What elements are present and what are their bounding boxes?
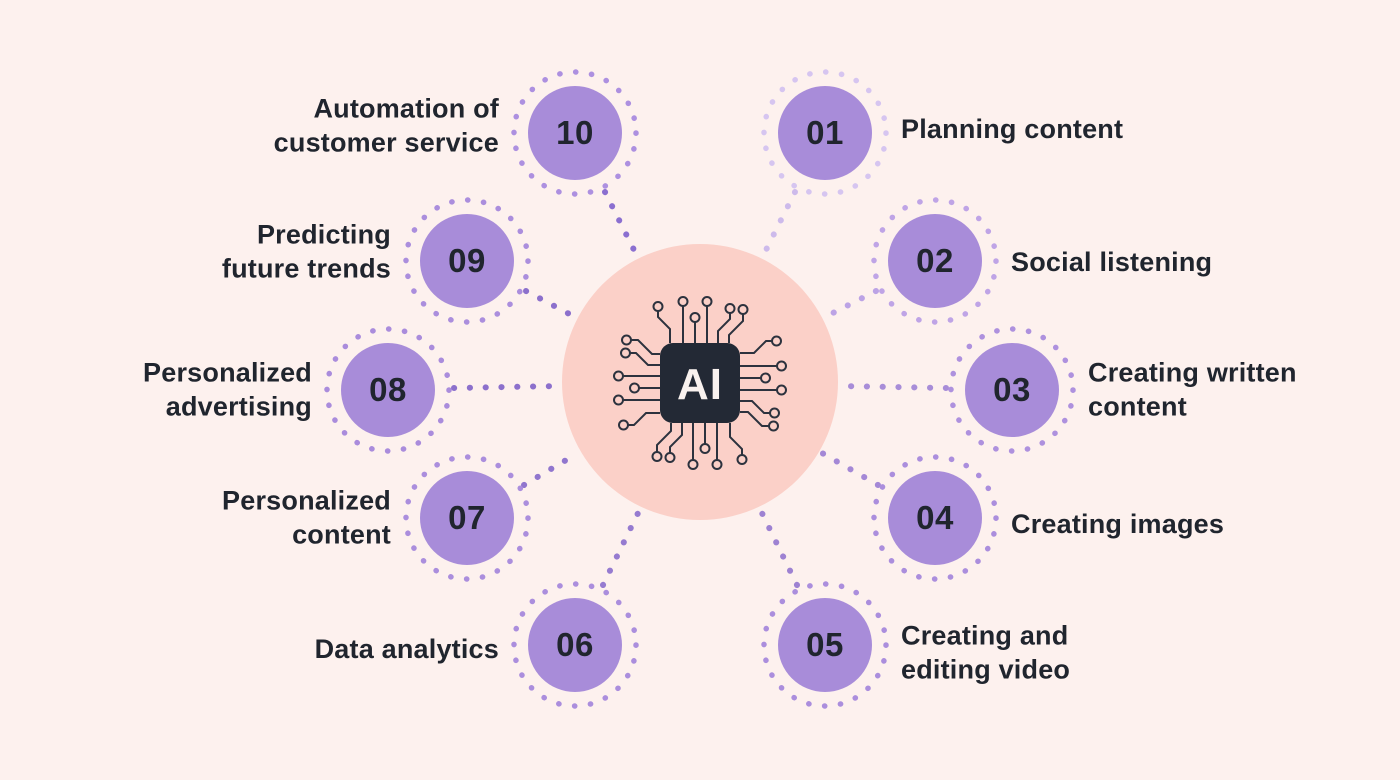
node-03-circle xyxy=(965,343,1059,437)
node-01-circle xyxy=(778,86,872,180)
connector-02 xyxy=(822,288,879,320)
node-01-number: 01 xyxy=(806,114,844,151)
node-03-ring xyxy=(948,326,1076,454)
node-06-ring xyxy=(511,581,639,709)
node-06: 06 xyxy=(510,580,640,710)
node-04: 04 xyxy=(870,453,1000,583)
connector-03 xyxy=(838,383,949,391)
node-03-label: Creating written content xyxy=(1088,357,1297,422)
node-10-label: Automation of customer service xyxy=(273,93,499,158)
node-09-circle xyxy=(420,214,514,308)
node-09-number: 09 xyxy=(448,242,486,279)
connector-07 xyxy=(521,450,581,488)
node-02-ring xyxy=(871,197,999,325)
node-02: 02 xyxy=(870,196,1000,326)
node-10-number: 10 xyxy=(556,114,594,151)
node-06-number: 06 xyxy=(556,626,594,663)
connector-04 xyxy=(819,450,881,488)
connector-09 xyxy=(523,288,578,320)
node-08-number: 08 xyxy=(369,371,407,408)
chip-body xyxy=(660,343,740,423)
node-07-number: 07 xyxy=(448,499,486,536)
node-10-ring xyxy=(511,69,639,197)
ai-chip-icon: AI xyxy=(613,296,787,470)
node-01-label: Planning content xyxy=(901,113,1124,144)
node-04-label: Creating images xyxy=(1011,508,1225,539)
chip-label: AI xyxy=(677,360,723,409)
node-02-label: Social listening xyxy=(1011,246,1213,277)
node-01-ring xyxy=(761,69,889,197)
connector-06 xyxy=(600,506,643,588)
node-03: 03 xyxy=(947,325,1077,455)
node-03-number: 03 xyxy=(993,371,1031,408)
node-08-label: Personalized advertising xyxy=(143,357,312,422)
node-09-label: Predicting future trends xyxy=(221,219,391,284)
node-07-ring xyxy=(403,454,531,582)
node-06-label: Data analytics xyxy=(314,633,499,664)
node-05: 05 xyxy=(760,580,890,710)
connector-10 xyxy=(602,189,640,259)
node-08-circle xyxy=(341,343,435,437)
node-01: 01 xyxy=(760,68,890,198)
node-05-ring xyxy=(761,581,889,709)
node-04-circle xyxy=(888,471,982,565)
connector-08 xyxy=(451,383,562,391)
node-10-circle xyxy=(528,86,622,180)
node-07-circle xyxy=(420,471,514,565)
node-02-circle xyxy=(888,214,982,308)
connector-01 xyxy=(760,189,798,259)
node-05-circle xyxy=(778,598,872,692)
node-05-number: 05 xyxy=(806,626,844,663)
node-09: 09 xyxy=(402,196,532,326)
node-04-number: 04 xyxy=(916,499,954,536)
node-05-label: Creating and editing video xyxy=(901,620,1071,685)
node-07-label: Personalized content xyxy=(222,485,391,550)
node-06-circle xyxy=(528,598,622,692)
node-04-ring xyxy=(871,454,999,582)
node-08-ring xyxy=(324,326,452,454)
node-02-number: 02 xyxy=(916,242,954,279)
node-10: 10 xyxy=(510,68,640,198)
node-07: 07 xyxy=(402,453,532,583)
node-09-ring xyxy=(403,197,531,325)
node-08: 08 xyxy=(323,325,453,455)
connector-05 xyxy=(757,506,800,588)
